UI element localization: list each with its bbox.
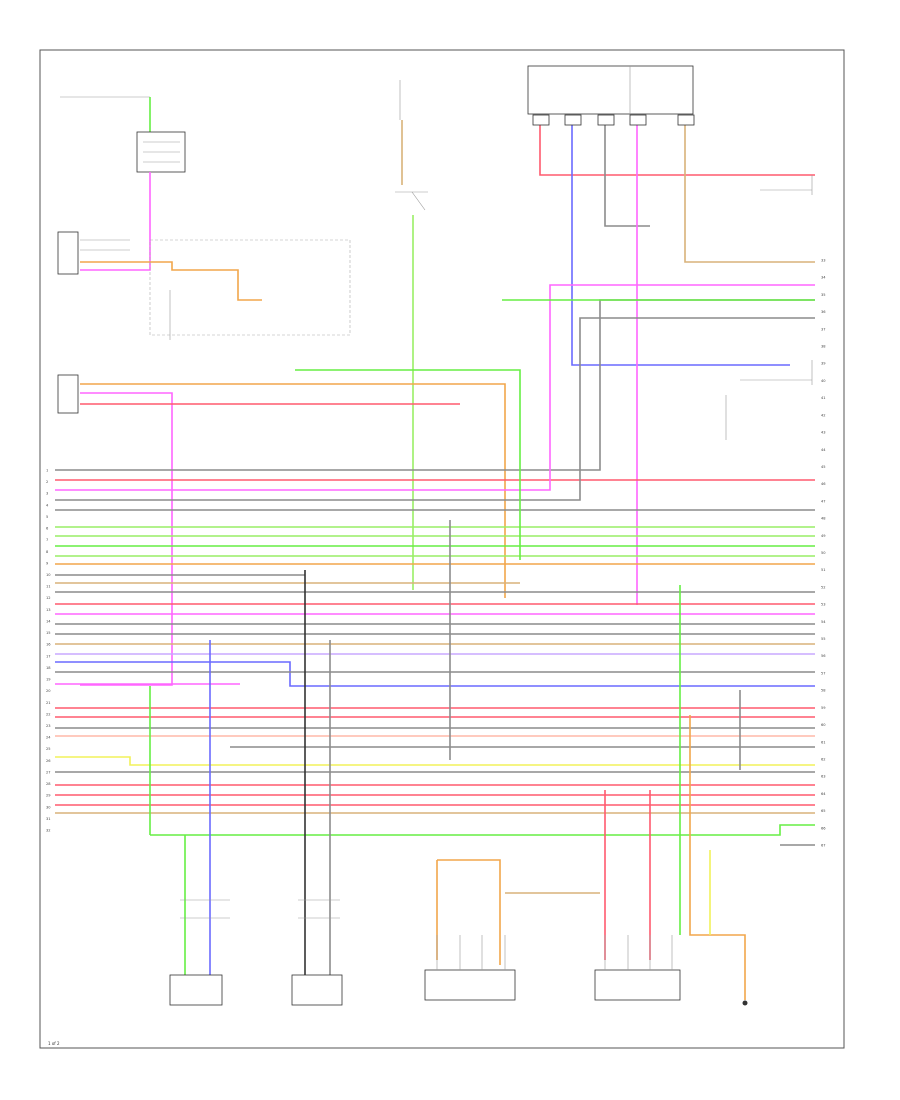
pin-label: 33 — [821, 259, 826, 263]
upper-right-sensor — [725, 175, 813, 440]
pin-label: 39 — [821, 362, 826, 366]
pin-label: 21 — [46, 701, 51, 705]
pin-label: 46 — [821, 482, 826, 486]
pin-label: 9 — [46, 561, 49, 565]
pin-label: 19 — [46, 678, 51, 682]
pin-label: 16 — [46, 643, 51, 647]
diagram-frame — [39, 49, 845, 1049]
pin-label: 47 — [821, 499, 826, 503]
pin-label: 8 — [46, 550, 49, 554]
pin-label: 61 — [821, 740, 826, 744]
pin-label: 67 — [821, 844, 826, 848]
pin-label: 10 — [46, 573, 51, 577]
pin-label: 55 — [821, 637, 826, 641]
pin-label: 4 — [46, 503, 49, 507]
bottom-sensor-1 — [169, 899, 230, 1006]
pin-label: 53 — [821, 603, 826, 607]
pin-label: 42 — [821, 413, 826, 417]
pin-label: 32 — [46, 829, 51, 833]
pin-label: 64 — [821, 792, 826, 796]
pin-label: 44 — [821, 448, 826, 452]
left-connector-pins: 1234567891011121314151617181920212223242… — [46, 469, 51, 833]
pin-label: 11 — [46, 585, 51, 589]
pin-label: 37 — [821, 327, 826, 331]
top-right-switch-assembly — [527, 65, 815, 605]
pin-label: 20 — [46, 689, 51, 693]
pin-label: 27 — [46, 770, 51, 774]
pin-label: 6 — [46, 527, 49, 531]
bottom-sensor-4 — [594, 935, 681, 1001]
pin-label: 2 — [46, 480, 48, 484]
pin-label: 58 — [821, 689, 826, 693]
pin-label: 52 — [821, 585, 826, 589]
pin-label: 1 — [46, 469, 48, 473]
pin-label: 13 — [46, 608, 51, 612]
pin-label: 45 — [821, 465, 826, 469]
pin-label: 57 — [821, 671, 826, 675]
bottom-right-ground — [742, 1000, 748, 1006]
pin-label: 35 — [821, 293, 826, 297]
pin-label: 3 — [46, 492, 48, 496]
pin-label: 63 — [821, 775, 826, 779]
vertical-drops — [149, 299, 815, 1000]
pin-label: 18 — [46, 666, 51, 670]
left-switch-block — [57, 231, 506, 686]
pin-label: 49 — [821, 534, 826, 538]
pin-label: 36 — [821, 310, 826, 314]
pin-label: 31 — [46, 817, 51, 821]
pin-label: 29 — [46, 794, 51, 798]
pin-label: 65 — [821, 809, 826, 813]
pin-label: 43 — [821, 431, 826, 435]
pin-label: 54 — [821, 620, 826, 624]
page-label: 1 of 2 — [48, 1041, 60, 1046]
pin-label: 22 — [46, 712, 51, 716]
pin-label: 7 — [46, 538, 48, 542]
pin-label: 62 — [821, 757, 826, 761]
pin-label: 14 — [46, 619, 51, 623]
pin-label: 48 — [821, 517, 826, 521]
pin-label: 40 — [821, 379, 826, 383]
pin-label: 26 — [46, 759, 51, 763]
pin-label: 60 — [821, 723, 826, 727]
pin-label: 12 — [46, 596, 51, 600]
harness-bus — [55, 284, 815, 846]
pin-label: 34 — [821, 276, 826, 280]
pin-label: 17 — [46, 654, 51, 658]
pin-label: 30 — [46, 805, 51, 809]
pin-label: 51 — [821, 568, 826, 572]
pin-label: 28 — [46, 782, 51, 786]
pin-label: 5 — [46, 515, 48, 519]
right-connector-pins: 33 34 35 36 37 38 39 40 41 42 43 44 45 46 47 48 49 50 51 52… — [821, 259, 826, 848]
pin-label: 25 — [46, 747, 51, 751]
pin-label: 50 — [821, 551, 826, 555]
pin-label: 59 — [821, 706, 826, 710]
top-left-relay — [60, 96, 186, 271]
bottom-sensor-3 — [424, 935, 516, 1001]
pin-label: 56 — [821, 654, 826, 658]
pin-label: 23 — [46, 724, 51, 728]
pin-label: 38 — [821, 345, 826, 349]
pin-label: 41 — [821, 396, 826, 400]
bottom-sensor-2 — [291, 899, 343, 1006]
pin-label: 24 — [46, 736, 51, 740]
pin-label: 66 — [821, 826, 826, 830]
pin-label: 15 — [46, 631, 51, 635]
top-center-switch — [395, 80, 428, 590]
